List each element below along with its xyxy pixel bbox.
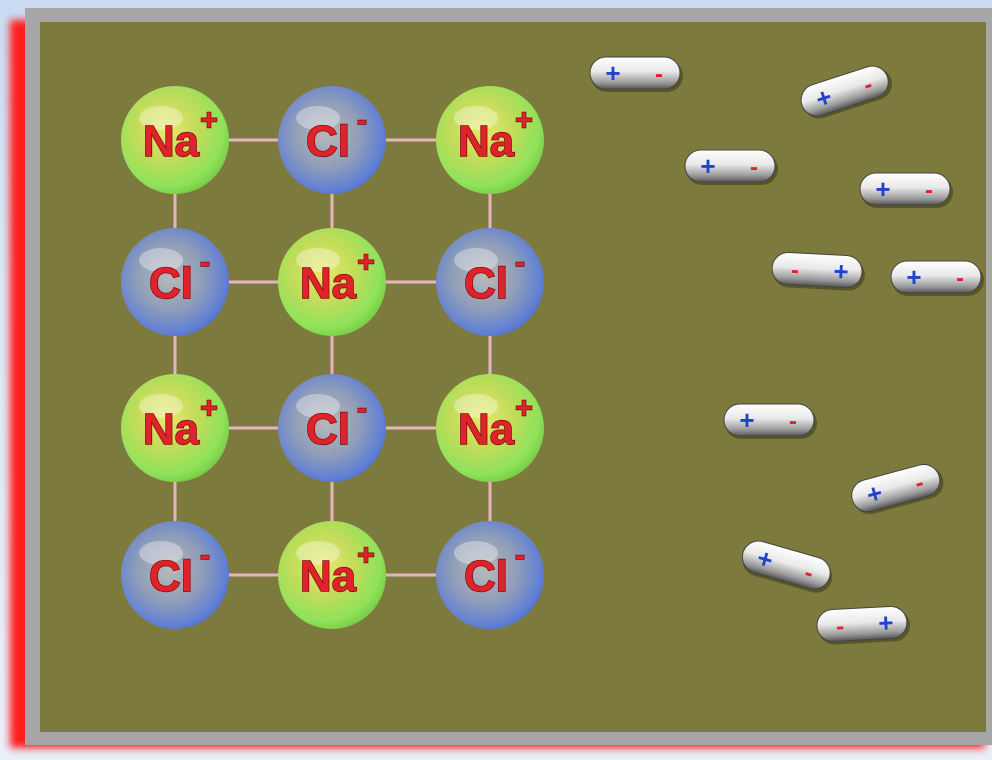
- sodium-ion-r2-c2: Na+: [278, 228, 386, 336]
- ion-charge: +: [200, 104, 218, 137]
- water-dipole-4: +-: [859, 172, 953, 208]
- ion-charge: -: [200, 539, 210, 572]
- sodium-ion-r1-c3: Na+: [436, 86, 544, 194]
- sodium-sphere: [121, 374, 229, 482]
- water-dipoles: +-+-+-+--++-+-+-+--+: [589, 56, 984, 645]
- ion-charge: +: [515, 392, 533, 425]
- negative-pole: -: [790, 257, 799, 284]
- chloride-symbol: Cl: [464, 552, 508, 601]
- chloride-sphere: [436, 521, 544, 629]
- sphere-highlight: [139, 394, 183, 418]
- chloride-ion-r4-c1: Cl-: [121, 521, 229, 629]
- dipole-body: [771, 251, 863, 289]
- chloride-ion-r4-c3: Cl-: [436, 521, 544, 629]
- sodium-symbol: Na: [143, 405, 200, 454]
- sodium-sphere: [436, 86, 544, 194]
- sphere-highlight: [454, 106, 498, 130]
- water-dipole-2: +-: [800, 65, 893, 119]
- sodium-ion-r3-c1: Na+: [121, 374, 229, 482]
- negative-pole: -: [655, 61, 663, 88]
- dipole-body: [800, 65, 889, 117]
- sphere-highlight: [296, 394, 340, 418]
- chloride-symbol: Cl: [464, 259, 508, 308]
- chloride-sphere: [278, 86, 386, 194]
- sodium-symbol: Na: [458, 117, 515, 166]
- ion-charge: +: [357, 246, 375, 279]
- dipole-body: [816, 605, 908, 643]
- dipole-body: [851, 464, 941, 513]
- positive-pole: +: [878, 607, 895, 638]
- ion-charge: +: [515, 104, 533, 137]
- positive-pole: +: [906, 262, 921, 292]
- sodium-symbol: Na: [458, 405, 515, 454]
- sphere-highlight: [296, 541, 340, 565]
- chloride-symbol: Cl: [149, 552, 193, 601]
- sphere-highlight: [296, 106, 340, 130]
- water-dipole-1: +-: [589, 56, 683, 92]
- dipole-body: [859, 172, 951, 206]
- water-dipole-7: +-: [723, 403, 817, 439]
- negative-pole: -: [789, 408, 797, 435]
- negative-pole: -: [750, 154, 758, 181]
- sphere-highlight: [454, 394, 498, 418]
- water-dipole-6: +-: [890, 260, 984, 296]
- ion-charge: -: [515, 539, 525, 572]
- chloride-sphere: [121, 521, 229, 629]
- water-dipole-10: -+: [816, 605, 911, 645]
- positive-pole: +: [875, 174, 890, 204]
- chloride-ion-r2-c1: Cl-: [121, 228, 229, 336]
- sphere-highlight: [139, 248, 183, 272]
- dipole-body: [723, 403, 815, 437]
- sodium-ion-r4-c2: Na+: [278, 521, 386, 629]
- sodium-ion-r1-c1: Na+: [121, 86, 229, 194]
- chloride-ion-r1-c2: Cl-: [278, 86, 386, 194]
- sodium-sphere: [278, 228, 386, 336]
- dipole-body: [741, 540, 831, 590]
- negative-pole: -: [925, 177, 933, 204]
- sodium-symbol: Na: [143, 117, 200, 166]
- sphere-highlight: [139, 541, 183, 565]
- chloride-sphere: [278, 374, 386, 482]
- ion-charge: +: [200, 392, 218, 425]
- positive-pole: +: [863, 477, 885, 510]
- sodium-sphere: [121, 86, 229, 194]
- sodium-symbol: Na: [300, 552, 357, 601]
- chloride-ion-r3-c2: Cl-: [278, 374, 386, 482]
- dipole-body: [589, 56, 681, 90]
- ion-charge: -: [357, 392, 367, 425]
- dipole-body: [890, 260, 982, 294]
- chloride-sphere: [121, 228, 229, 336]
- water-dipole-5: -+: [771, 251, 865, 291]
- positive-pole: +: [605, 58, 620, 88]
- water-dipole-9: +-: [741, 540, 833, 593]
- chloride-symbol: Cl: [306, 405, 350, 454]
- water-dipole-8: +-: [851, 464, 944, 515]
- chloride-symbol: Cl: [149, 259, 193, 308]
- chloride-symbol: Cl: [306, 117, 350, 166]
- sphere-highlight: [454, 248, 498, 272]
- dipole-body: [684, 149, 776, 183]
- ion-charge: -: [515, 246, 525, 279]
- sphere-highlight: [139, 106, 183, 130]
- chloride-ion-r2-c3: Cl-: [436, 228, 544, 336]
- sodium-sphere: [278, 521, 386, 629]
- negative-pole: -: [835, 613, 844, 640]
- ion-lattice: Na+Cl-Na+Cl-Na+Cl-Na+Cl-Na+Cl-Na+Cl-: [121, 86, 544, 629]
- chloride-sphere: [436, 228, 544, 336]
- sphere-highlight: [296, 248, 340, 272]
- ion-charge: -: [357, 104, 367, 137]
- sodium-sphere: [436, 374, 544, 482]
- ion-charge: -: [200, 246, 210, 279]
- sodium-ion-r3-c3: Na+: [436, 374, 544, 482]
- positive-pole: +: [739, 405, 754, 435]
- sphere-highlight: [454, 541, 498, 565]
- sodium-symbol: Na: [300, 259, 357, 308]
- positive-pole: +: [833, 256, 850, 287]
- positive-pole: +: [700, 151, 715, 181]
- water-dipole-3: +-: [684, 149, 778, 185]
- negative-pole: -: [956, 265, 964, 292]
- ion-charge: +: [357, 539, 375, 572]
